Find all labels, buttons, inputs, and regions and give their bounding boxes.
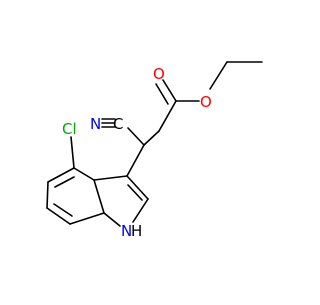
bond-c3a-c7a: [93, 179, 105, 214]
bond-c4-c5: [47, 167, 75, 183]
bond-c2-n1: [132, 198, 149, 223]
bond-ch2-ch: [143, 130, 160, 146]
bond-ethyl-ch2-o: [209, 61, 228, 90]
bond-c3-c3a: [93, 175, 128, 181]
bond-c3-c2: [126, 175, 149, 200]
bond-carbonyl-double-1: [162, 79, 177, 102]
bond-carbonyl-double-2: [155, 83, 169, 105]
carbonyl-oxygen-label: O: [153, 65, 165, 83]
bond-n1-c7a: [103, 212, 121, 227]
bond-carbonyl-ch2: [158, 100, 177, 132]
bond-c3a-c4: [73, 167, 95, 181]
bond-ch-nitrile-c: [127, 127, 145, 146]
ester-oxygen-label: O: [200, 93, 212, 111]
molecule-structure: O O N C Cl N H: [46, 61, 263, 240]
indole-nitrogen-label: N: [121, 222, 132, 240]
bond-c4-c5-inner: [54, 176, 75, 188]
nitrile-nitrogen-label: N: [90, 115, 101, 133]
indole-hydrogen-label: H: [131, 222, 142, 240]
bond-c6-c7: [46, 207, 71, 225]
bond-c5-c6: [46, 181, 49, 209]
bond-c4-cl: [70, 136, 75, 169]
nitrile-carbon-label: C: [113, 115, 123, 133]
bond-c7-c7a: [69, 212, 105, 225]
bond-ch-indole-c3: [126, 144, 145, 177]
molecule-canvas: O O N C Cl N H: [46, 61, 263, 240]
bond-c6-c7-inner: [53, 203, 73, 217]
chlorine-label: Cl: [62, 120, 77, 138]
bond-c3-c2-inner: [127, 184, 143, 201]
